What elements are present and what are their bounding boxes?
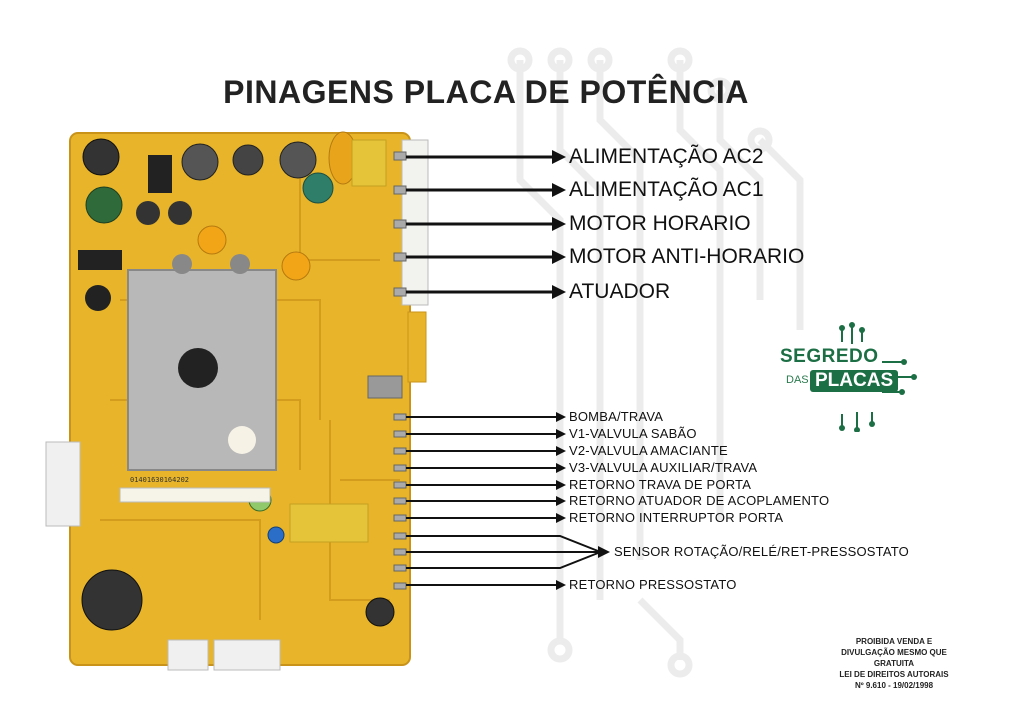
legal-notice: PROIBIDA VENDA E DIVULGAÇÃO MESMO QUE GR… — [820, 636, 968, 691]
label-atuador: ATUADOR — [569, 280, 671, 303]
logo-text-placas: PLACAS — [810, 370, 899, 392]
label-v1-valvula-sabao: V1-VALVULA SABÃO — [569, 426, 697, 441]
legal-line: Nº 9.610 - 19/02/1998 — [854, 681, 934, 690]
logo-text-das: DAS — [786, 374, 809, 386]
arrows-sensor — [406, 535, 610, 569]
label-retorno-interruptor-porta: RETORNO INTERRUPTOR PORTA — [569, 510, 784, 525]
arrows-bottom — [406, 412, 566, 590]
logo-text-segredo: SEGREDO — [780, 346, 879, 367]
board-serial: 01401630164202 — [130, 476, 190, 484]
label-sensor-rotacao: SENSOR ROTAÇÃO/RELÉ/RET-PRESSOSTATO — [614, 544, 909, 559]
label-motor-horario: MOTOR HORARIO — [569, 212, 751, 235]
legal-line: LEI DE DIREITOS AUTORAIS — [839, 670, 949, 679]
pcb-components — [78, 131, 403, 631]
label-v2-valvula-amaciante: V2-VALVULA AMACIANTE — [569, 443, 728, 458]
legal-line: GRATUITA — [873, 659, 915, 668]
label-bomba-trava: BOMBA/TRAVA — [569, 409, 664, 424]
legal-line: PROIBIDA VENDA E — [855, 637, 933, 646]
label-retorno-atuador-acoplamento: RETORNO ATUADOR DE ACOPLAMENTO — [569, 493, 830, 508]
arrows-top — [406, 150, 566, 299]
page-title: PINAGENS PLACA DE POTÊNCIA — [223, 74, 749, 110]
label-v3-valvula-auxiliar: V3-VALVULA AUXILIAR/TRAVA — [569, 460, 758, 475]
label-motor-anti-horario: MOTOR ANTI-HORARIO — [569, 245, 805, 268]
legal-line: DIVULGAÇÃO MESMO QUE — [841, 648, 947, 657]
label-retorno-trava-porta: RETORNO TRAVA DE PORTA — [569, 477, 752, 492]
watermark-circuit — [507, 47, 804, 678]
label-alimentacao-ac2: ALIMENTAÇÃO AC2 — [569, 145, 764, 168]
label-alimentacao-ac1: ALIMENTAÇÃO AC1 — [569, 178, 764, 201]
brand-logo: SEGREDO DAS PLACAS — [772, 322, 922, 433]
heatsink — [127, 254, 277, 471]
label-retorno-pressostato: RETORNO PRESSOSTATO — [569, 577, 737, 592]
